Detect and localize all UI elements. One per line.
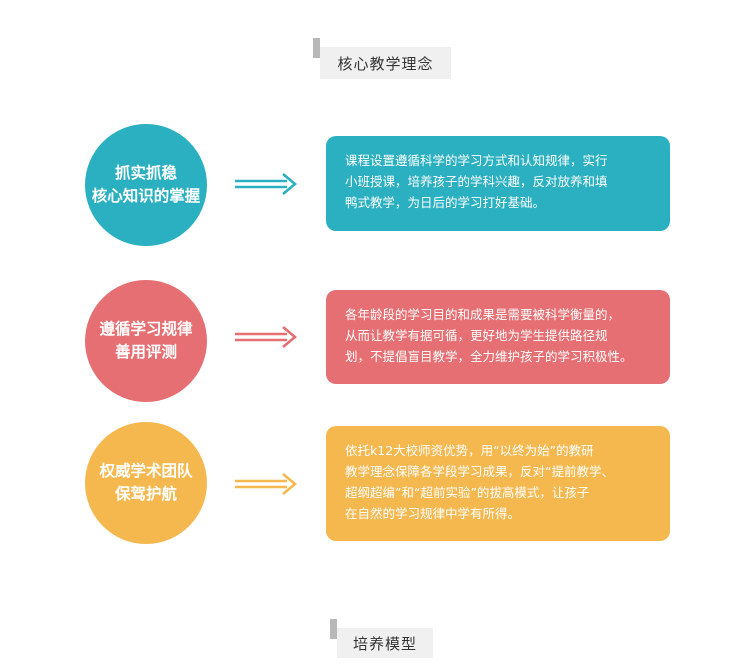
tag-accent-bar	[313, 38, 320, 58]
principle-circle: 遵循学习规律 善用评测	[85, 280, 207, 402]
circle-line: 善用评测	[114, 343, 177, 361]
double-arrow-right-icon	[235, 173, 298, 195]
card-line: 教学理念保障各学段学习成果，反对“提前教学、	[345, 464, 614, 479]
circle-line: 遵循学习规律	[99, 320, 193, 338]
circle-line: 保驾护航	[114, 485, 177, 503]
circle-line: 抓实抓稳	[114, 164, 177, 182]
principle-card: 课程设置遵循科学的学习方式和认知规律，实行 小班授课，培养孩子的学科兴趣，反对放…	[326, 136, 670, 231]
card-line: 从而让教学有据可循，更好地为学生提供路径规	[345, 328, 608, 343]
card-line: 各年龄段的学习目的和成果是需要被科学衡量的，	[345, 307, 621, 322]
tag-accent-bar	[330, 619, 337, 639]
circle-line: 核心知识的掌握	[91, 187, 201, 205]
double-arrow-right-icon	[235, 473, 298, 495]
principle-row-3: 权威学术团队 保驾护航 依托k12大校师资优势，用“以终为始”的教研 教学理念保…	[0, 422, 746, 544]
principle-card: 依托k12大校师资优势，用“以终为始”的教研 教学理念保障各学段学习成果，反对“…	[326, 426, 670, 541]
card-line: 划，不提倡盲目教学，全力维护孩子的学习积极性。	[345, 349, 633, 364]
card-line: 鸭式教学，为日后的学习打好基础。	[345, 195, 546, 210]
card-line: 课程设置遵循科学的学习方式和认知规律，实行	[345, 153, 608, 168]
card-line: 小班授课，培养孩子的学科兴趣，反对放养和填	[345, 174, 608, 189]
principle-card: 各年龄段的学习目的和成果是需要被科学衡量的， 从而让教学有据可循，更好地为学生提…	[326, 290, 670, 384]
card-line: 超纲超编”和“超前实验”的拔高模式，让孩子	[345, 485, 590, 500]
principle-circle: 抓实抓稳 核心知识的掌握	[85, 124, 207, 246]
section-title: 核心教学理念	[320, 47, 451, 79]
principle-row-1: 抓实抓稳 核心知识的掌握 课程设置遵循科学的学习方式和认知规律，实行 小班授课，…	[0, 124, 746, 246]
circle-line: 权威学术团队	[99, 462, 193, 480]
card-line: 依托k12大校师资优势，用“以终为始”的教研	[345, 443, 594, 458]
section-title: 培养模型	[337, 628, 433, 658]
card-line: 在自然的学习规律中学有所得。	[345, 506, 521, 521]
principle-row-2: 遵循学习规律 善用评测 各年龄段的学习目的和成果是需要被科学衡量的， 从而让教学…	[0, 280, 746, 402]
principle-circle: 权威学术团队 保驾护航	[85, 422, 207, 544]
double-arrow-right-icon	[235, 326, 298, 348]
